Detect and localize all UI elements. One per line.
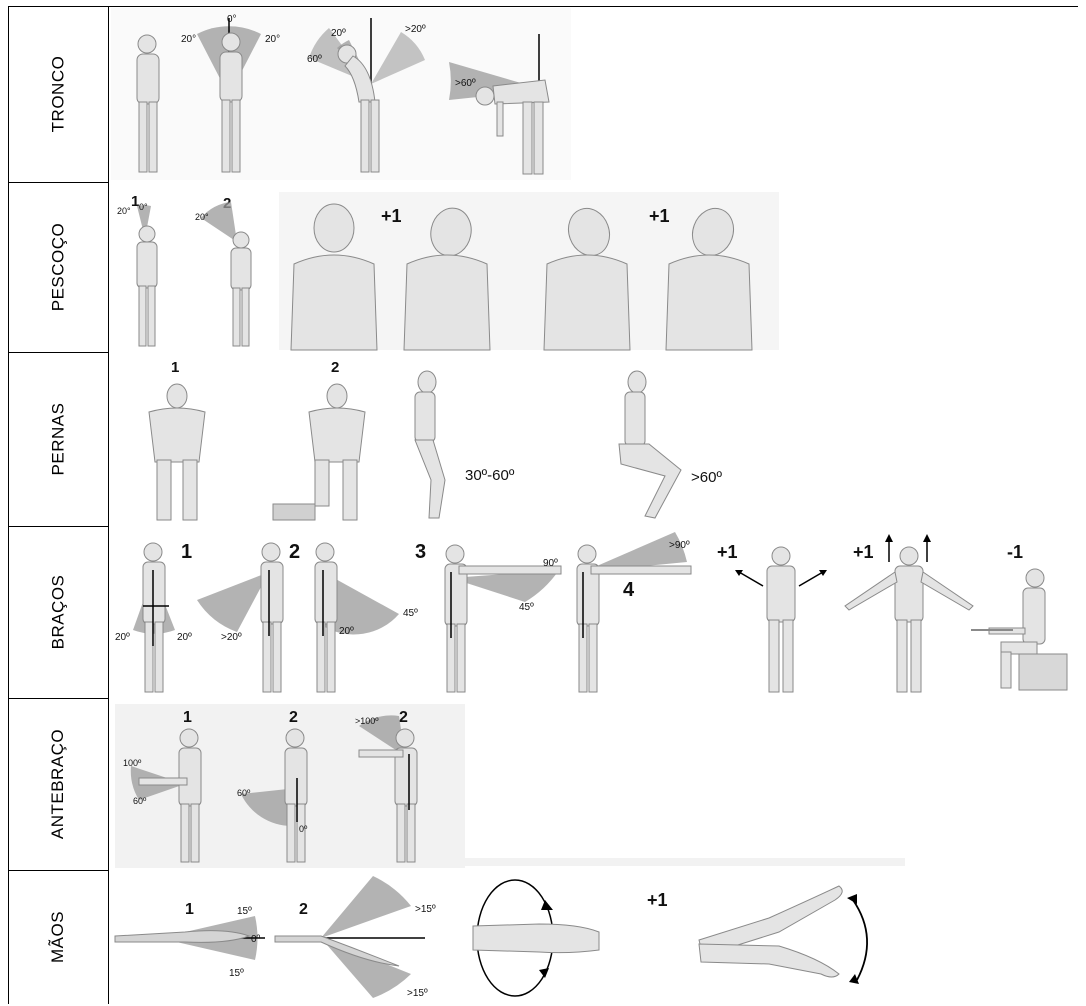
angle-label: 20° xyxy=(181,34,196,45)
row-label-pernas: PERNAS xyxy=(8,352,108,526)
deviation-arrow-icon xyxy=(853,900,867,980)
level-number: 1 xyxy=(185,901,194,918)
knee-bent-figure xyxy=(415,371,445,518)
standing-figure xyxy=(143,543,165,692)
tronco-illustrations: 0° 20° 20° 20º >20º 60º xyxy=(109,6,1078,182)
angle-wedge xyxy=(321,876,411,938)
modifier-label: +1 xyxy=(717,542,738,562)
angle-label: 90º xyxy=(543,558,558,569)
angle-label: 20º xyxy=(339,626,354,637)
angle-label: 45º xyxy=(519,602,534,613)
arms-abducted-figure xyxy=(845,547,973,692)
bracos-illustrations: 1 2 3 4 20º 20º xyxy=(109,526,1078,698)
level-number: 4 xyxy=(623,579,635,601)
angle-label: 100º xyxy=(123,758,142,768)
squat-figure xyxy=(619,371,681,518)
modifier-label: +1 xyxy=(381,206,402,226)
row-label-tronco: TRONCO xyxy=(8,6,108,182)
level-number: 2 xyxy=(289,709,298,726)
pernas-illustrations: 1 2 30º-60º xyxy=(109,352,1078,526)
back-view-figure xyxy=(767,547,795,692)
angle-label: >20º xyxy=(221,632,242,643)
arm-raised-figure xyxy=(577,545,691,692)
modifier-label: +1 xyxy=(647,890,668,910)
angle-label: >20º xyxy=(405,24,426,35)
angle-label: 60º xyxy=(133,796,147,806)
modifier-label: +1 xyxy=(853,542,874,562)
angle-label: >90º xyxy=(669,540,690,551)
level-number: 2 xyxy=(299,901,308,918)
angle-label: 20° xyxy=(195,212,209,222)
angle-label: 0º xyxy=(299,824,308,834)
angle-label: 20° xyxy=(265,34,280,45)
angle-label: >100º xyxy=(355,716,379,726)
level-number: 1 xyxy=(183,709,192,726)
angle-label: 15º xyxy=(237,906,252,917)
row-label-bracos: BRAÇOS xyxy=(8,526,108,698)
hand xyxy=(115,931,249,943)
hand xyxy=(473,924,599,953)
hand xyxy=(699,944,839,977)
angle-label: 0° xyxy=(139,202,148,212)
step-box xyxy=(273,504,315,520)
standing-figure xyxy=(137,226,157,346)
angle-label: 20º xyxy=(115,632,130,643)
level-number: 1 xyxy=(171,359,179,376)
level-number: 2 xyxy=(331,359,339,376)
level-number: 3 xyxy=(415,541,426,563)
angle-label: 0º xyxy=(251,934,261,945)
angle-label: 60º xyxy=(307,54,322,65)
row-label-antebraco: ANTEBRAÇO xyxy=(8,698,108,870)
level-number: 2 xyxy=(289,541,300,563)
pescoco-illustrations: 1 2 20° 0° 20° xyxy=(109,182,1078,352)
standing-figure xyxy=(261,543,283,692)
angle-wedge xyxy=(201,202,237,242)
angle-label: 30º-60º xyxy=(465,467,515,484)
row-label-pescoco: PESCOÇO xyxy=(8,182,108,352)
maos-illustrations: 1 2 15º 0º 15º >15º >15º +1 xyxy=(109,870,1078,1004)
angle-label: 60º xyxy=(237,788,251,798)
angle-label: 45º xyxy=(403,608,418,619)
angle-label: 15º xyxy=(229,968,244,979)
standing-figure xyxy=(231,232,251,346)
angle-label: >60º xyxy=(691,469,722,486)
angle-label: >15º xyxy=(415,904,436,915)
angle-label: 20° xyxy=(117,206,131,216)
standing-figure xyxy=(315,543,337,692)
level-number: 1 xyxy=(181,541,192,563)
row-label-maos: MÃOS xyxy=(8,870,108,1004)
angle-wedge xyxy=(197,572,269,632)
modifier-label: +1 xyxy=(649,206,670,226)
seated-figure xyxy=(971,569,1067,690)
antebraco-illustrations: 1 2 2 100º 60º 60º 0 xyxy=(109,698,1078,870)
level-number: 2 xyxy=(399,709,408,726)
angle-label: 20º xyxy=(177,632,192,643)
standing-figure xyxy=(149,384,205,520)
angle-label: 0° xyxy=(227,14,237,25)
one-leg-raised-figure xyxy=(273,384,365,520)
angle-label: >15º xyxy=(407,988,428,999)
rula-posture-table: TRONCO PESCOÇO PERNAS BRAÇOS ANTEBRAÇO M… xyxy=(8,6,1078,1004)
angle-label: 20º xyxy=(331,28,346,39)
angle-label: >60º xyxy=(455,78,476,89)
seat-box xyxy=(1019,654,1067,690)
modifier-label: -1 xyxy=(1007,542,1023,562)
